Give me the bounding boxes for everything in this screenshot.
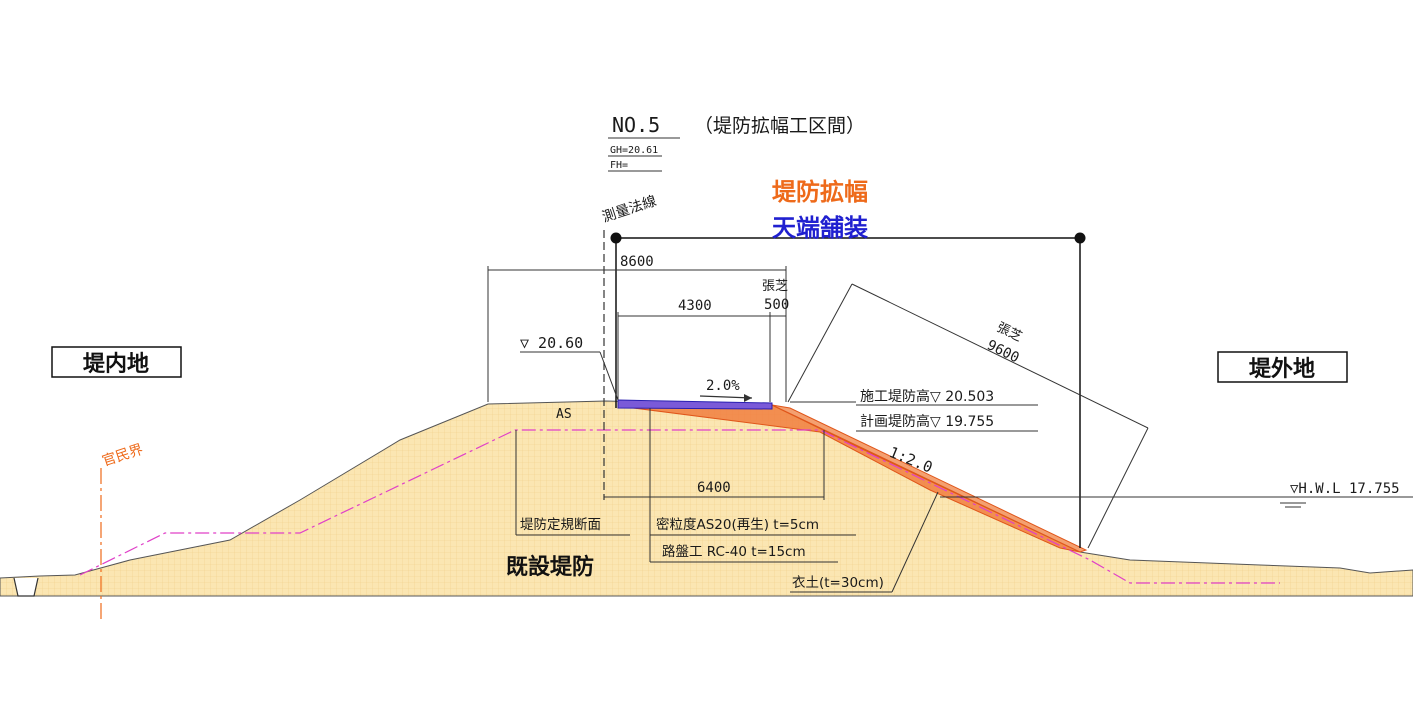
- pavement-base-label: 路盤工 RC-40 t=15cm: [662, 544, 806, 560]
- crown-slope-label: 2.0%: [706, 378, 740, 394]
- dim-9600-line: [851, 283, 1149, 429]
- fh-value: FH=: [610, 160, 628, 171]
- existing-levee-label: 既設堤防: [506, 554, 594, 580]
- standard-section-label: 堤防定規断面: [520, 517, 601, 533]
- landside-box: [51, 346, 182, 378]
- legend-widening: 堤防拡幅: [772, 178, 868, 206]
- section-number: NO.5: [612, 113, 660, 137]
- legend-paving: 天端舗装: [772, 214, 868, 242]
- widening-right-point: [1074, 232, 1086, 244]
- crown-slope-arrowhead: [744, 394, 752, 402]
- pavement-surface-label: 密粒度AS20(再生) t=5cm: [656, 516, 819, 533]
- survey-line-label: 測量法線: [600, 193, 658, 226]
- dim-4300-label: 4300: [678, 298, 712, 314]
- crown-slope-arrow: [699, 395, 753, 399]
- crown-level-label: ▽ 20.60: [520, 334, 583, 352]
- crown-level-leader: [599, 351, 619, 401]
- topsoil-label: 衣土(t=30cm): [792, 575, 884, 591]
- riverside-box: [1217, 351, 1348, 383]
- dim-6400-label: 6400: [697, 480, 731, 496]
- gh-value: GH=20.61: [610, 145, 658, 156]
- hwl-label: ▽H.W.L 17.755: [1290, 481, 1400, 497]
- section-description: （堤防拡幅工区間）: [694, 115, 865, 137]
- topsoil-leader: [891, 491, 939, 593]
- landside-label: 堤内地: [83, 352, 149, 377]
- widening-slope-face: [771, 404, 1088, 553]
- riverside-label: 堤外地: [1249, 356, 1315, 382]
- dim-9600-ext-bottom: [1087, 427, 1149, 549]
- boundary-label: 官民界: [100, 442, 145, 470]
- build-height-label: 施工堤防高▽ 20.503: [860, 388, 994, 405]
- as-label: AS: [556, 407, 572, 422]
- plan-height-label: 計画堤防高▽ 19.755: [860, 413, 994, 430]
- drain-ditch: [13, 577, 39, 597]
- standard-section-line: [79, 429, 1280, 584]
- dim-8600-label: 8600: [620, 254, 654, 270]
- dim-500-caption: 張芝: [762, 278, 788, 294]
- widening-left-point: [610, 232, 622, 244]
- crown-pavement: [617, 399, 773, 410]
- dim-500-label: 500: [764, 297, 789, 313]
- dim-9600-ext-top: [787, 283, 853, 403]
